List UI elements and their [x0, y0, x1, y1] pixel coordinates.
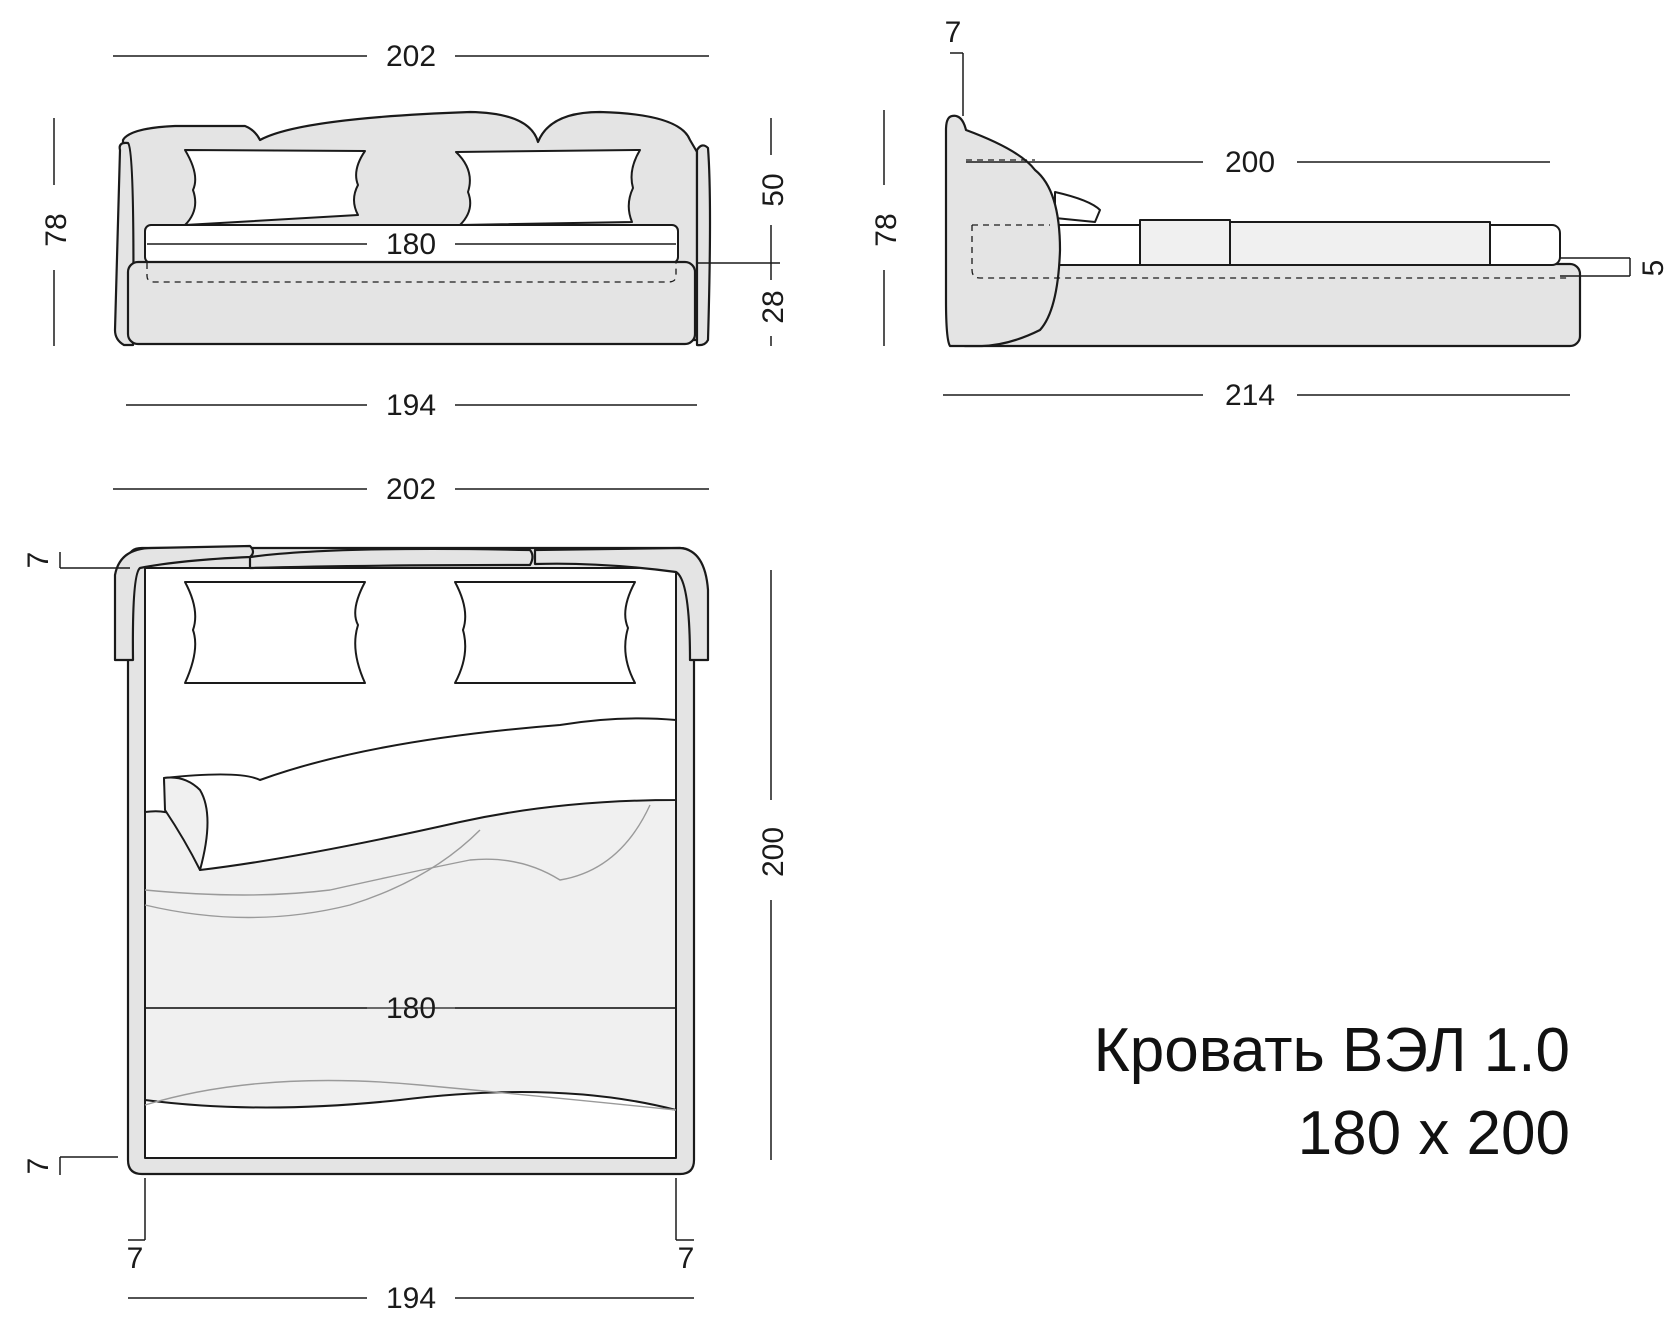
- side-mattress-offset-label: 5: [1637, 260, 1670, 277]
- top-overall-width-label: 202: [386, 473, 436, 506]
- top-headboard-depth-label: 7: [22, 552, 55, 569]
- top-mattress-width-label: 180: [386, 992, 436, 1025]
- top-left-offset-label: 7: [127, 1242, 144, 1275]
- top-view: 202 7 200 180 7 7 7 194: [22, 473, 790, 1315]
- front-mattress-width-label: 180: [386, 228, 436, 261]
- front-base-width-label: 194: [386, 389, 436, 422]
- front-headboard-height-label: 50: [757, 173, 790, 206]
- front-height-label: 78: [40, 213, 73, 246]
- front-overall-width-label: 202: [386, 40, 436, 73]
- top-foot-offset-label: 7: [22, 1158, 55, 1175]
- top-base-width-label: 194: [386, 1282, 436, 1315]
- product-size: 180 x 200: [1297, 1099, 1570, 1168]
- side-view: 7 200 78 5 214: [870, 16, 1670, 412]
- side-mattress-length-label: 200: [1225, 146, 1275, 179]
- front-base-height-label: 28: [757, 290, 790, 323]
- top-right-offset-label: 7: [678, 1242, 695, 1275]
- side-overall-length-label: 214: [1225, 379, 1275, 412]
- top-frame-length-label: 200: [757, 827, 790, 877]
- product-name: Кровать ВЭЛ 1.0: [1093, 1016, 1570, 1085]
- front-view: 202 180 194 78 50 28: [40, 40, 790, 422]
- side-height-label: 78: [870, 213, 903, 246]
- side-headboard-thickness-label: 7: [945, 16, 962, 49]
